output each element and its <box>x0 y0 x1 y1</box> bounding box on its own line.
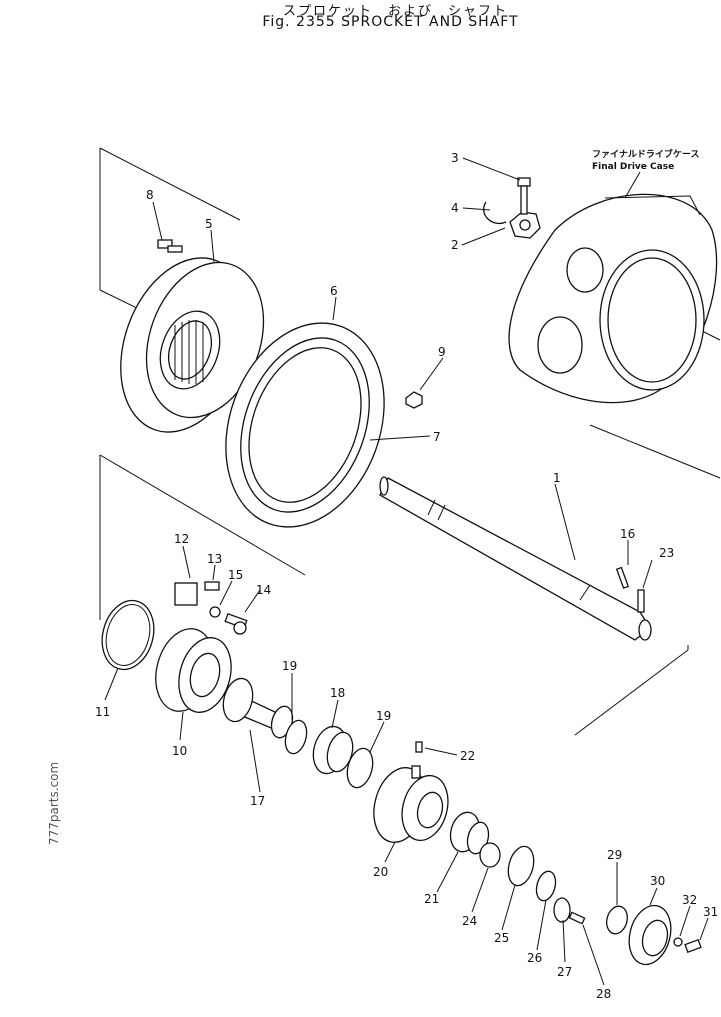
bolt-3 <box>517 177 531 215</box>
callout-15: 15 <box>228 568 243 582</box>
callout-2: 2 <box>451 238 459 252</box>
watermark: 777parts.com <box>47 762 61 845</box>
callout-labels: 1 2 3 4 5 6 7 8 9 10 11 12 13 14 15 16 1… <box>95 151 718 1001</box>
callout-8: 8 <box>146 188 154 202</box>
callout-27: 27 <box>557 965 572 979</box>
callout-17: 17 <box>250 794 265 808</box>
o-ring-11 <box>101 599 155 671</box>
lock-plate-12 <box>174 582 198 606</box>
callout-20: 20 <box>373 865 388 879</box>
bolt-8 <box>157 239 183 253</box>
gear-hub-10 <box>155 628 232 713</box>
callout-12: 12 <box>174 532 189 546</box>
shaft-1 <box>379 476 652 641</box>
washer-32 <box>673 937 683 947</box>
callout-31: 31 <box>703 905 718 919</box>
callout-22: 22 <box>460 749 475 763</box>
housing-20 <box>373 765 449 843</box>
pin-16 <box>615 566 630 589</box>
callout-4: 4 <box>451 201 459 215</box>
callout-21: 21 <box>424 892 439 906</box>
callout-1: 1 <box>553 471 561 485</box>
title-japanese: スプロケット および シャフト <box>282 4 508 19</box>
o-ring-19a <box>284 719 308 755</box>
callout-19b: 19 <box>376 709 391 723</box>
leader-lines <box>104 157 709 986</box>
callout-32: 32 <box>682 893 697 907</box>
callout-28: 28 <box>596 987 611 1001</box>
callout-29: 29 <box>607 848 622 862</box>
callout-6: 6 <box>330 284 338 298</box>
figure-title: Fig. 2355 SPROCKET AND SHAFT <box>262 14 519 30</box>
final-drive-case <box>508 193 718 404</box>
pin-22 <box>415 741 423 753</box>
bolt-14 <box>224 612 248 635</box>
callout-18: 18 <box>330 686 345 700</box>
cap-27 <box>553 897 571 923</box>
nut-2 <box>509 211 541 239</box>
callout-23: 23 <box>659 546 674 560</box>
hub-5 <box>120 257 265 433</box>
o-ring-29 <box>606 905 628 935</box>
callout-11: 11 <box>95 705 110 719</box>
callout-10: 10 <box>172 744 187 758</box>
pin-23 <box>637 589 645 613</box>
case-leader <box>624 171 641 199</box>
callout-13: 13 <box>207 552 222 566</box>
callout-19a: 19 <box>282 659 297 673</box>
washer-15 <box>209 606 221 618</box>
collar-18 <box>312 725 354 775</box>
callout-25: 25 <box>494 931 509 945</box>
washer-24 <box>479 842 501 868</box>
callout-5: 5 <box>205 217 213 231</box>
bolt-28 <box>568 911 586 925</box>
case-label-jp: ファイナルドライブケース <box>592 148 699 160</box>
plate-26 <box>535 870 557 902</box>
callout-9: 9 <box>438 345 446 359</box>
bolt-31 <box>684 939 702 953</box>
callout-26: 26 <box>527 951 542 965</box>
callout-14: 14 <box>256 583 271 597</box>
pin-13 <box>204 581 220 591</box>
cover-30 <box>628 904 672 966</box>
callout-24: 24 <box>462 914 477 928</box>
group-frame-lower <box>99 454 689 736</box>
snap-ring-4 <box>483 201 507 225</box>
sleeve-17 <box>222 677 294 739</box>
callout-16: 16 <box>620 527 635 541</box>
sprocket-6 <box>225 322 385 528</box>
nut-9 <box>405 391 423 409</box>
gear-25 <box>507 845 535 887</box>
callout-30: 30 <box>650 874 665 888</box>
callout-7: 7 <box>433 430 441 444</box>
case-label-en: Final Drive Case <box>592 162 674 172</box>
o-ring-19b <box>346 747 374 789</box>
callout-3: 3 <box>451 151 459 165</box>
